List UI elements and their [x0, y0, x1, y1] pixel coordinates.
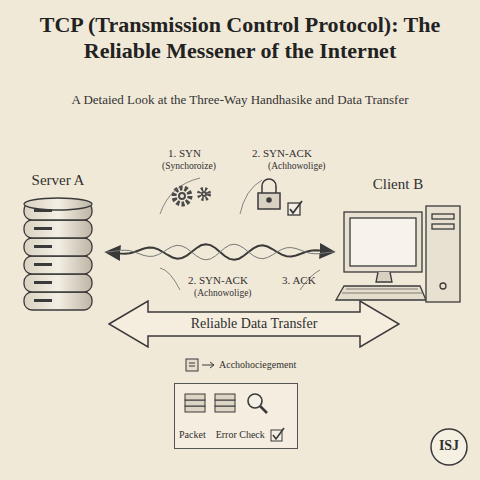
step-label: 2. SYN-ACK [252, 147, 312, 159]
watermark: ISJ [431, 438, 467, 454]
wave-connector [106, 244, 334, 260]
node-heading: Server A [10, 172, 106, 189]
client-node: Client B [334, 176, 462, 304]
check-box: Packet Error Check [174, 383, 298, 449]
caption: A Detaied Look at the Three-Way Handhasi… [20, 92, 460, 108]
seal [431, 429, 467, 465]
server-node: Server A [10, 172, 106, 312]
ack-icon [186, 359, 214, 371]
node-heading: Client B [334, 176, 462, 193]
box-labels: Packet Error Check [179, 429, 265, 440]
box-label: Packet [179, 429, 206, 440]
title: TCP (Transmission Control Protocol): The… [25, 12, 455, 64]
check-icon [288, 201, 302, 215]
arrow-label: Reliable Data Transfer [108, 300, 400, 348]
wave-strand [106, 244, 334, 260]
step-note: (Achhowolige) [268, 161, 326, 171]
server-icon [24, 198, 92, 310]
step-note: (Synchoroize) [162, 161, 216, 171]
lock-icon [258, 179, 280, 209]
step-label: 1. SYN [168, 147, 201, 159]
step-label: 2. SYN-ACK [188, 274, 248, 286]
ack-label: Acchohociegement [219, 359, 296, 370]
gear-icon [174, 188, 209, 204]
box-label: Error Check [216, 429, 265, 440]
step-note: (Achnowolige) [194, 288, 252, 298]
step-label: 3. ACK [282, 274, 316, 286]
computer-icon [336, 206, 460, 302]
transfer-arrow: Reliable Data Transfer [108, 300, 400, 348]
box-icons [175, 384, 299, 450]
